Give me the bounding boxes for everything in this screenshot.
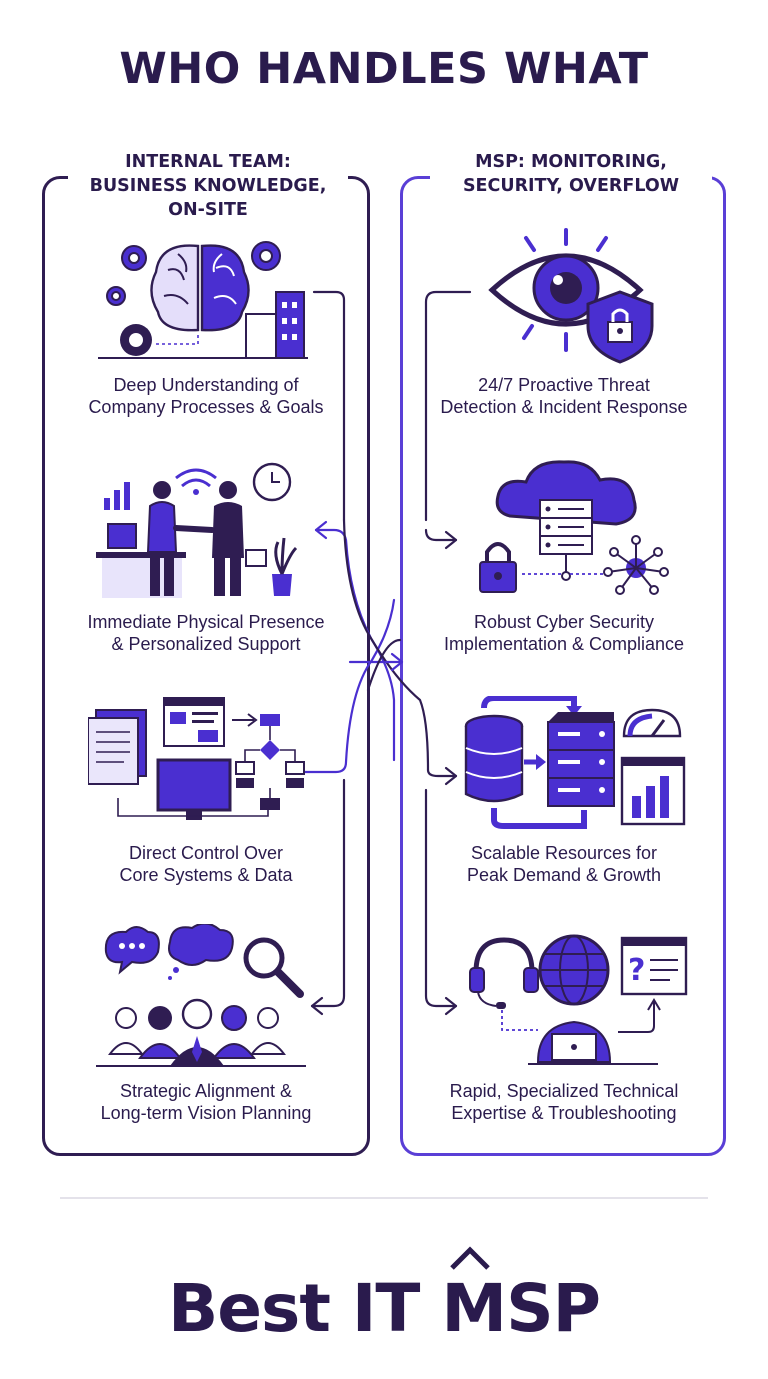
internal-item-4-caption: Strategic Alignment & Long-term Vision P… (56, 1080, 356, 1124)
svg-text:?: ? (628, 953, 645, 988)
caret-logo-icon (450, 1246, 490, 1270)
brain-gears-building-icon (98, 241, 308, 359)
caption-line: Deep Understanding of (113, 375, 299, 395)
handshake-office-icon (96, 462, 298, 598)
internal-item-1-caption: Deep Understanding of Company Processes … (56, 374, 356, 418)
caption-line: Implementation & Compliance (443, 634, 685, 654)
cloud-server-lock-network-icon (479, 460, 669, 595)
caption-line: Detection & Incident Response (440, 397, 688, 417)
team-ideas-search-icon (96, 924, 306, 1067)
msp-heading: MSP: MONITORING, SECURITY, OVERFLOW (430, 150, 712, 198)
caption-line: Immediate Physical Presence (87, 612, 325, 632)
msp-item-4-caption: Rapid, Specialized Technical Expertise &… (414, 1080, 714, 1124)
caption-line: Strategic Alignment & (119, 1081, 293, 1101)
caption-line: Long-term Vision Planning (100, 1103, 312, 1123)
internal-item-2-caption: Immediate Physical Presence & Personaliz… (56, 611, 356, 655)
caption-line: 24/7 Proactive Threat (478, 375, 650, 395)
msp-heading-line: SECURITY, OVERFLOW (462, 176, 680, 196)
footer-divider (60, 1197, 708, 1199)
internal-heading-line: INTERNAL TEAM: (125, 152, 291, 172)
page-title: WHO HANDLES WHAT (119, 44, 649, 94)
internal-heading-line: BUSINESS KNOWLEDGE, (89, 176, 327, 196)
support-headset-globe-laptop-icon: ? (469, 934, 688, 1065)
caption-line: Core Systems & Data (119, 865, 293, 885)
msp-item-3-caption: Scalable Resources for Peak Demand & Gro… (414, 842, 714, 886)
caption-line: Company Processes & Goals (88, 397, 324, 417)
caption-line: & Personalized Support (111, 634, 301, 654)
internal-item-3-caption: Direct Control Over Core Systems & Data (56, 842, 356, 886)
caption-line: Peak Demand & Growth (466, 865, 662, 885)
caption-line: Direct Control Over (128, 843, 284, 863)
caption-line: Rapid, Specialized Technical (449, 1081, 679, 1101)
brand-logo: Best IT MSP (167, 1270, 601, 1347)
documents-flowchart-monitor-icon (88, 697, 305, 820)
caption-line: Scalable Resources for (470, 843, 658, 863)
msp-item-2-caption: Robust Cyber Security Implementation & C… (414, 611, 714, 655)
eye-shield-lock-icon (488, 228, 654, 364)
internal-team-heading: INTERNAL TEAM: BUSINESS KNOWLEDGE, ON-SI… (68, 150, 348, 222)
msp-item-1-caption: 24/7 Proactive Threat Detection & Incide… (414, 374, 714, 418)
msp-heading-line: MSP: MONITORING, (475, 152, 667, 172)
caption-line: Expertise & Troubleshooting (451, 1103, 677, 1123)
caption-line: Robust Cyber Security (473, 612, 655, 632)
database-server-gauge-chart-icon (464, 696, 686, 829)
internal-heading-line: ON-SITE (168, 200, 248, 220)
